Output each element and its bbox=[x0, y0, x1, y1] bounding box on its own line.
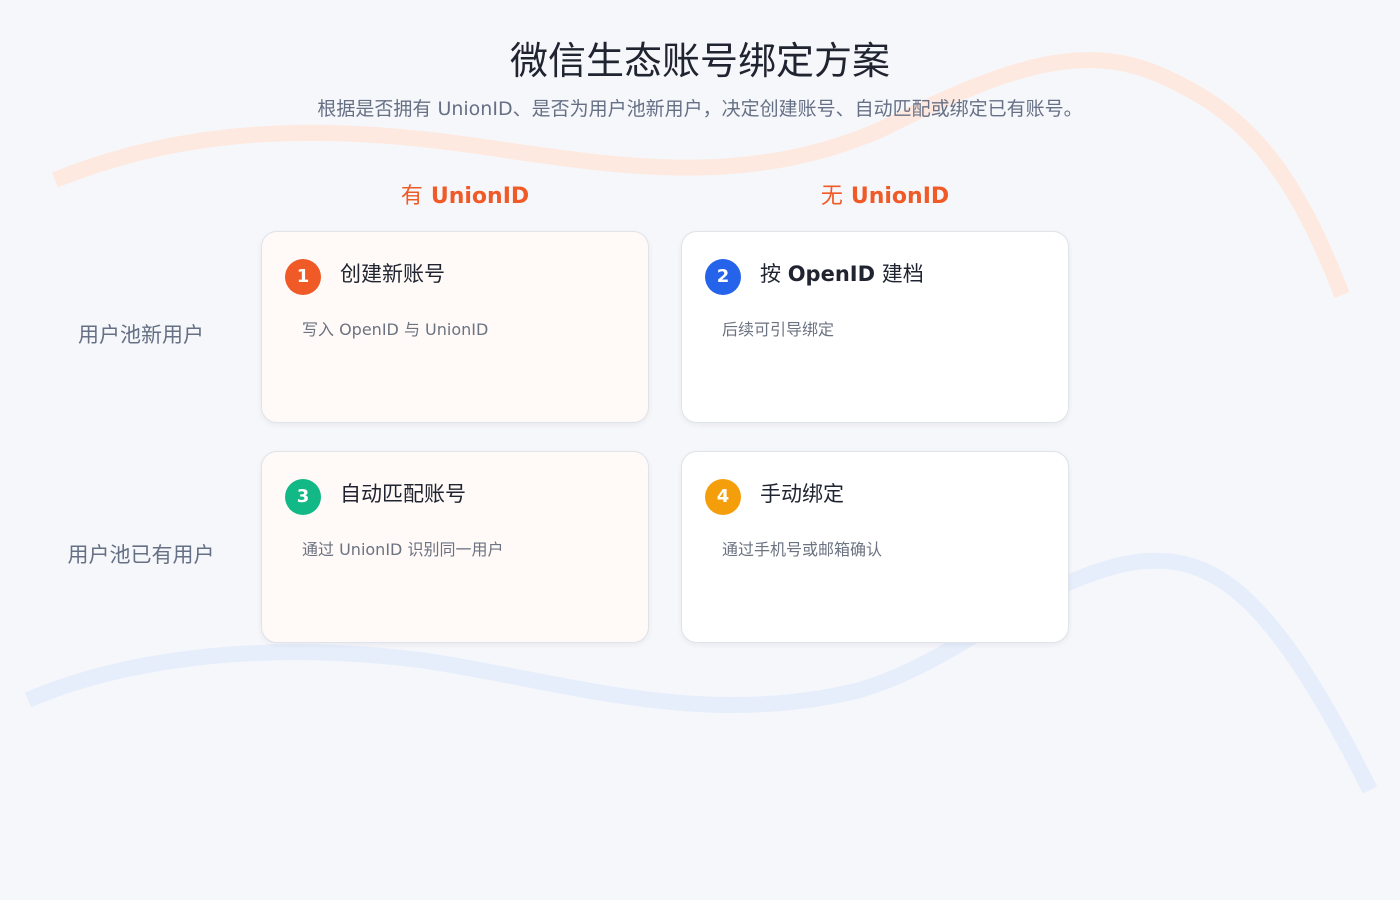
card-auto-match-account: 3 自动匹配账号 通过 UnionID 识别同一用户 bbox=[261, 451, 649, 643]
card-description: 写入 OpenID 与 UnionID bbox=[302, 320, 489, 339]
step-badge: 1 bbox=[285, 259, 321, 295]
card-title: 手动绑定 bbox=[760, 478, 844, 508]
step-badge: 3 bbox=[285, 479, 321, 515]
card-openid-profile: 2 按 OpenID 建档 后续可引导绑定 bbox=[681, 231, 1069, 423]
card-manual-binding: 4 手动绑定 通过手机号或邮箱确认 bbox=[681, 451, 1069, 643]
card-title: 自动匹配账号 bbox=[340, 478, 466, 508]
step-badge: 4 bbox=[705, 479, 741, 515]
card-title-text: 手动绑定 bbox=[760, 482, 844, 506]
card-description: 通过 UnionID 识别同一用户 bbox=[302, 540, 504, 559]
row-header-new-user: 用户池新用户 bbox=[78, 323, 204, 347]
column-header-prefix: 无 bbox=[820, 184, 843, 209]
card-title-text: 创建新账号 bbox=[340, 262, 445, 286]
card-description: 后续可引导绑定 bbox=[722, 320, 835, 339]
card-title-text: 自动匹配账号 bbox=[340, 482, 466, 506]
column-header-word: UnionID bbox=[430, 184, 530, 209]
column-header-word: UnionID bbox=[850, 184, 950, 209]
card-title-text-after: 建档 bbox=[875, 262, 924, 286]
card-description: 通过手机号或邮箱确认 bbox=[722, 540, 883, 559]
step-badge: 2 bbox=[705, 259, 741, 295]
column-header-with-unionid: 有 UnionID bbox=[270, 178, 660, 210]
card-title: 创建新账号 bbox=[340, 258, 445, 288]
page-title: 微信生态账号绑定方案 bbox=[509, 39, 890, 83]
card-title-text: 按 bbox=[760, 262, 788, 286]
column-header-without-unionid: 无 UnionID bbox=[690, 178, 1080, 210]
card-title-emphasis: OpenID bbox=[787, 262, 876, 286]
page-subtitle: 根据是否拥有 UnionID、是否为用户池新用户，决定创建账号、自动匹配或绑定已… bbox=[317, 98, 1083, 120]
card-create-new-account: 1 创建新账号 写入 OpenID 与 UnionID bbox=[261, 231, 649, 423]
card-title: 按 OpenID 建档 bbox=[760, 258, 924, 288]
column-header-prefix: 有 bbox=[400, 184, 423, 209]
row-header-existing-user: 用户池已有用户 bbox=[67, 543, 215, 567]
